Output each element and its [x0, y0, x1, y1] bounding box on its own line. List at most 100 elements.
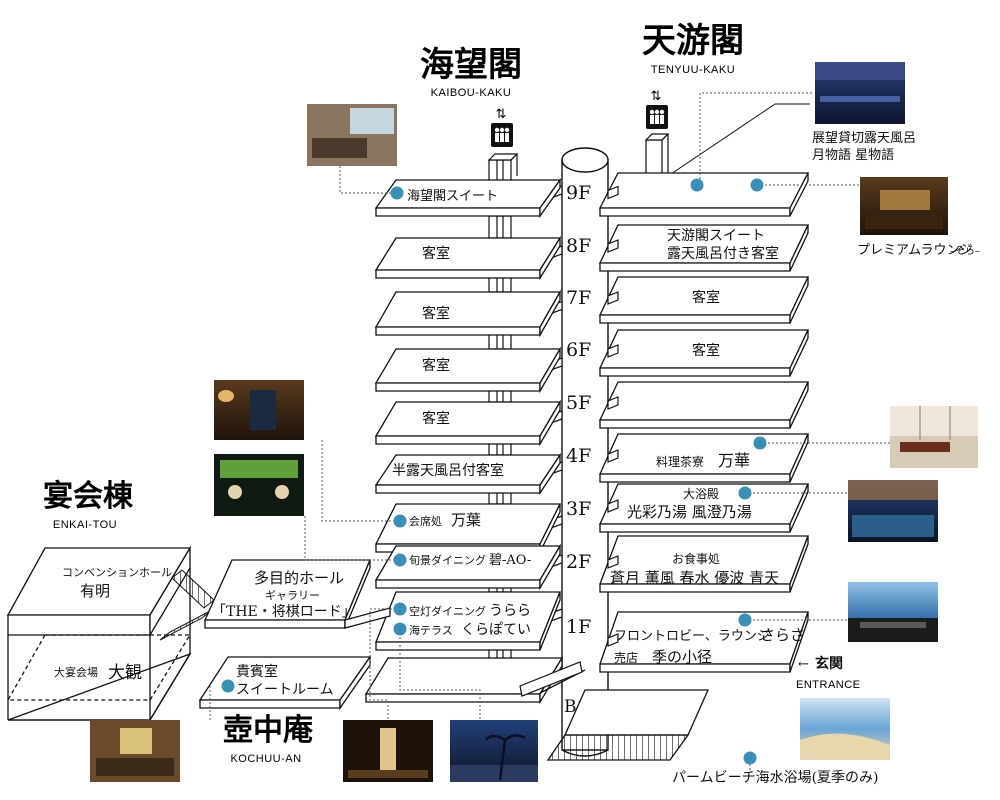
photo-bath: [815, 62, 905, 124]
location-dot: [690, 178, 704, 192]
location-dot: [750, 178, 764, 192]
location-dots: [221, 178, 767, 765]
location-dot: [753, 436, 767, 450]
floor-label-2F: 2F: [566, 551, 591, 573]
kaibou-2f-name: 碧-AO-: [489, 553, 531, 568]
photo-corridor: [214, 380, 304, 440]
photo-suite: [307, 104, 397, 166]
kaibou-3f-label: 会席処: [409, 514, 442, 528]
building-title-kochuu: 壺中庵 KOCHUU-AN: [223, 713, 313, 765]
kaibou-1f-terrace-name: くらぽてい: [461, 622, 531, 638]
tenyuu-1f-label: フロントロビー、ラウンジ: [614, 629, 770, 644]
entrance-en: ENTRANCE: [796, 679, 861, 691]
svg-text:KOCHUU-AN: KOCHUU-AN: [230, 753, 301, 765]
svg-text:⇅: ⇅: [651, 89, 662, 104]
kaibou-8f-label: 客室: [422, 245, 450, 262]
floor-label-7F: 7F: [566, 287, 591, 309]
svg-text:壺中庵: 壺中庵: [223, 713, 313, 748]
photo-terrace: [450, 720, 538, 782]
tenyuu-1f-name: さらさ: [760, 626, 805, 644]
kaibou-1f-name: うらら: [489, 603, 531, 619]
entrance-jp: 玄関: [815, 655, 843, 672]
hall-gallery-name: 「THE・将棋ロード」: [212, 604, 356, 620]
floor-plate-kaibou-6F: [374, 346, 562, 394]
lounge-label: プレミアムラウンジ: [857, 243, 972, 258]
enkai-lower-label: 大宴会場: [54, 665, 98, 679]
tenyuu-roof-line: [667, 103, 810, 177]
enkai-upper-name: 有明: [80, 582, 110, 600]
svg-text:宴会棟: 宴会棟: [43, 479, 134, 514]
beach-label: パームビーチ海水浴場(夏季のみ): [672, 770, 879, 786]
kaibou-7f-label: 客室: [422, 305, 450, 322]
kochuu-label-1: 貴賓室: [236, 663, 278, 680]
kaibou-3f-name: 万葉: [451, 511, 481, 529]
elevator-icon: ⇅: [646, 89, 668, 129]
svg-text:ENKAI-TOU: ENKAI-TOU: [53, 519, 117, 531]
location-dot: [393, 514, 407, 528]
kaibou-labels: 海望閣スイート 客室 客室 客室 客室 半露天風呂付客室 会席処 万葉 旬景ダイ…: [392, 188, 531, 638]
floor-label-1F: 1F: [566, 616, 591, 638]
floor-plate-kaibou-8F: [374, 235, 562, 281]
floor-plate-tenyuu-7F: [598, 276, 810, 324]
photo-lounge: [860, 177, 948, 235]
floor-plate-tenyuu-5F: [598, 381, 810, 429]
kochuu-label-2: スイートルーム: [236, 682, 334, 698]
floor-plate-tenyuu-3F: [598, 483, 810, 533]
tenyuu-4f-name: 万華: [718, 451, 750, 470]
floor-label-9F: 9F: [566, 182, 591, 204]
tenyuu-2f-name: 蒼月 薫風 春水 優波 青天: [610, 569, 779, 587]
photo-kochuu-hall: [343, 720, 433, 782]
floor-plate-kaibou-1F: [375, 591, 561, 651]
enkai-labels: コンベンションホール 有明 大宴会場 大観: [54, 566, 172, 683]
tenyuu-2f-label: お食事処: [672, 551, 720, 566]
location-dot: [743, 751, 757, 765]
entrance-ramp: [519, 661, 583, 697]
hall-gallery-label: ギャラリー: [265, 589, 320, 602]
tenyuu-6f-label: 客室: [692, 342, 720, 359]
elevator-icon: ⇅: [491, 107, 513, 147]
tenyuu-floor-plates: [539, 172, 810, 673]
floor-plate-kaibou-2F: [374, 543, 562, 591]
tenyuu-3f-label: 大浴殿: [683, 487, 719, 501]
kaibou-1f-terrace-label: 海テラス: [409, 623, 453, 637]
photo-restaurant: [890, 406, 978, 468]
hall-labels: 多目的ホール ギャラリー 「THE・将棋ロード」: [212, 569, 356, 620]
floor-plate-kaibou-1F-lower: [364, 655, 564, 705]
kaibou-4f-label: 半露天風呂付客室: [392, 462, 504, 479]
location-dot: [393, 602, 407, 616]
floor-plate-b1f: [539, 669, 710, 761]
kochuu-labels: 貴賓室 スイートルーム: [236, 663, 334, 698]
tenyuu-3f-name: 光彩乃湯 風澄乃湯: [627, 503, 752, 521]
bath-label: 展望貸切露天風呂: [812, 130, 916, 146]
floor-plate-tenyuu-2F: [599, 535, 809, 593]
photo-beach: [800, 698, 890, 760]
svg-text:⇅: ⇅: [496, 107, 507, 122]
tenyuu-1f-shop-name: 季の小径: [652, 648, 712, 666]
location-dot: [221, 679, 235, 693]
floor-plate-kaibou-4F: [374, 452, 562, 496]
floor-plate-tenyuu-6F: [598, 329, 810, 377]
svg-text:KAIBOU-KAKU: KAIBOU-KAKU: [431, 87, 512, 99]
floor-label-5F: 5F: [566, 392, 591, 414]
tenyuu-1f-shop-label: 売店: [614, 650, 638, 665]
floor-label-6F: 6F: [566, 339, 591, 361]
tenyuu-elevator-shaft: [644, 133, 670, 181]
enkai-building: [6, 545, 192, 721]
leader-lines: [209, 92, 890, 770]
callout-labels: 展望貸切露天風呂 月物語 星物語 プレミアムラウンジ –そら– パームビーチ海水…: [672, 130, 980, 786]
photo-lobby: [848, 582, 938, 642]
photo-onsen: [848, 480, 938, 542]
enkai-lower-name: 大観: [108, 663, 142, 683]
location-dot: [738, 613, 752, 627]
photo-kitchen: [214, 454, 304, 516]
building-title-kaibou: 海望閣 KAIBOU-KAKU: [420, 45, 522, 99]
floor-plate-tenyuu-1F: [599, 611, 809, 673]
tenyuu-7f-label: 客室: [692, 289, 720, 306]
floor-label-8F: 8F: [566, 235, 591, 257]
tenyuu-8f-label: 天游閣スイート: [667, 228, 765, 244]
kaibou-floor-plates: [364, 177, 564, 705]
svg-text:天游閣: 天游閣: [642, 21, 744, 61]
kaibou-9f-label: 海望閣スイート: [407, 188, 498, 204]
spiral-staircase: らせん階段: [561, 147, 609, 757]
